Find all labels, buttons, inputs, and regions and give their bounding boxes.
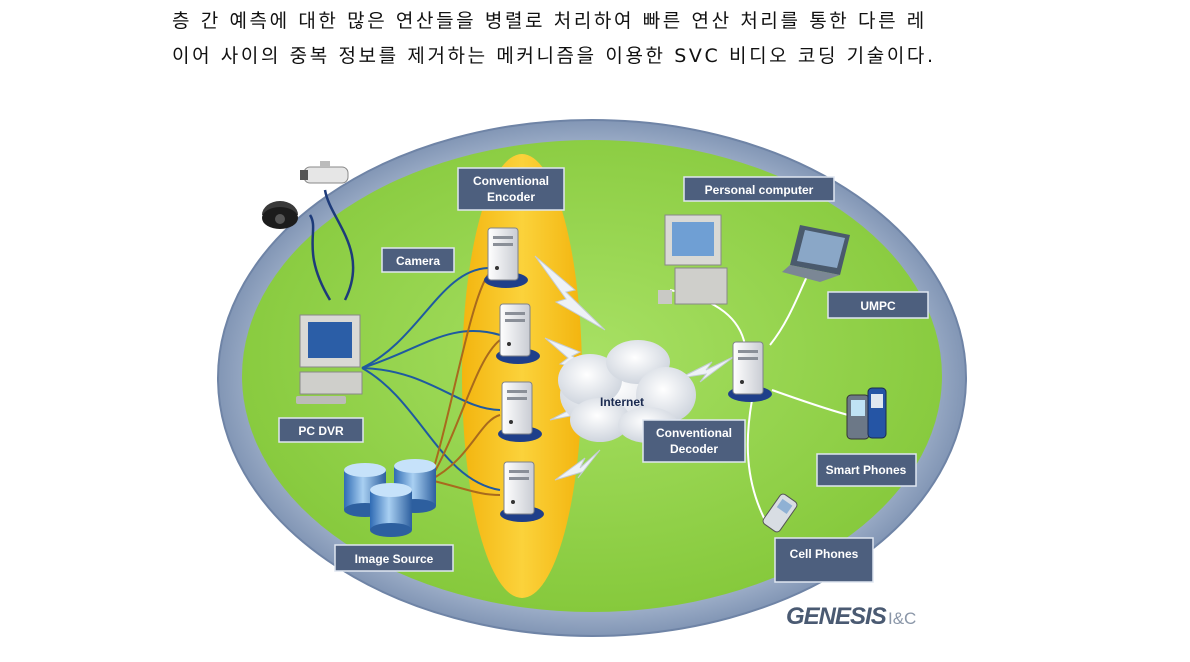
internet-label: Internet [600,395,644,409]
box-camera-icon [300,161,349,184]
label-smart-phones: Smart Phones [816,453,917,487]
camera-wire [308,214,332,301]
encoder-server-3-icon [498,381,542,442]
internet-cloud [558,340,696,443]
svg-text:PC DVR: PC DVR [298,424,344,438]
label-cell-phones: Cell Phones [774,537,874,583]
paragraph-line-2: 이어 사이의 중복 정보를 제거하는 메커니즘을 이용한 SVC 비디오 코딩 … [172,45,936,67]
genesis-logo: GENESIS I&C [786,603,916,630]
image-source-links [429,274,501,496]
decoder-server-icon [728,341,772,402]
label-personal-computer: Personal computer [683,176,835,202]
svg-text:Cell Phones: Cell Phones [790,547,859,561]
label-pc-dvr: PC DVR [278,417,364,443]
svg-text:Conventional: Conventional [473,174,549,188]
label-image-source: Image Source [334,544,454,572]
svg-text:Image Source: Image Source [355,552,434,566]
svg-text:GENESIS: GENESIS [786,603,887,630]
paragraph-line-1: 층 간 예측에 대한 많은 연산들을 병렬로 처리하여 빠른 연산 처리를 통한… [172,10,927,32]
svg-text:Smart Phones: Smart Phones [826,463,907,477]
encoder-server-1-icon [484,227,528,288]
image-source-db-icon [344,459,436,537]
label-conventional-decoder: Conventional Decoder [642,419,746,463]
encoder-server-2-icon [496,303,540,364]
smart-phones-icon [846,387,887,440]
umpc-laptop-icon [782,225,850,282]
svg-text:Encoder: Encoder [487,190,535,204]
svg-text:Decoder: Decoder [670,442,718,456]
svg-text:Camera: Camera [396,254,440,268]
personal-computer-icon [658,214,728,305]
cell-phone-icon [762,493,798,533]
svg-text:Conventional: Conventional [656,426,732,440]
encoder-server-4-icon [500,461,544,522]
svg-text:Personal computer: Personal computer [705,183,814,197]
svg-text:UMPC: UMPC [860,299,896,313]
label-umpc: UMPC [827,291,929,319]
pc-dvr-icon [296,314,363,404]
label-conventional-encoder: Conventional Encoder [457,167,565,211]
dome-camera-icon [262,201,298,229]
label-camera: Camera [381,247,455,273]
dvr-links [361,267,501,491]
svg-text:I&C: I&C [888,609,916,628]
camera-wire [323,189,355,301]
